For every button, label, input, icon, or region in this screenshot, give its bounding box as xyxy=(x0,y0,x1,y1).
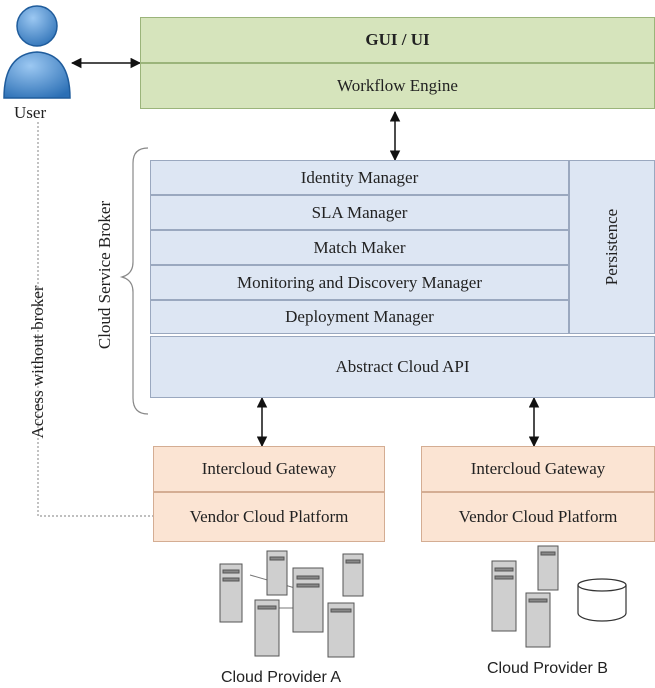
broker-brace xyxy=(119,147,149,415)
gui-box: GUI / UI xyxy=(140,17,655,63)
identity-manager-box: Identity Manager xyxy=(150,160,569,195)
provider-b-caption: Cloud Provider B xyxy=(487,660,608,677)
workflow-engine-box: Workflow Engine xyxy=(140,63,655,109)
persistence-box: Persistence xyxy=(569,160,655,334)
match-maker-box: Match Maker xyxy=(150,230,569,265)
sla-manager-box: SLA Manager xyxy=(150,195,569,230)
provider-b-gateway-box: Intercloud Gateway xyxy=(421,446,655,492)
provider-a-platform-box: Vendor Cloud Platform xyxy=(153,492,385,542)
user-label: User xyxy=(14,103,47,122)
provider-a-caption: Cloud Provider A xyxy=(221,669,342,686)
provider-a-servers-icon xyxy=(219,550,364,658)
provider-b-database-icon xyxy=(577,578,627,622)
broker-label: Cloud Service Broker xyxy=(95,200,114,350)
provider-a-gateway-box: Intercloud Gateway xyxy=(153,446,385,492)
monitoring-discovery-box: Monitoring and Discovery Manager xyxy=(150,265,569,300)
deployment-manager-box: Deployment Manager xyxy=(150,300,569,334)
user-icon xyxy=(3,5,71,99)
persistence-label: Persistence xyxy=(601,208,621,286)
access-without-broker-label: Access without broker xyxy=(28,285,47,439)
provider-b-servers-icon xyxy=(491,545,559,648)
direct-access-line xyxy=(37,122,153,517)
abstract-cloud-api-box: Abstract Cloud API xyxy=(150,336,655,398)
provider-b-platform-box: Vendor Cloud Platform xyxy=(421,492,655,542)
